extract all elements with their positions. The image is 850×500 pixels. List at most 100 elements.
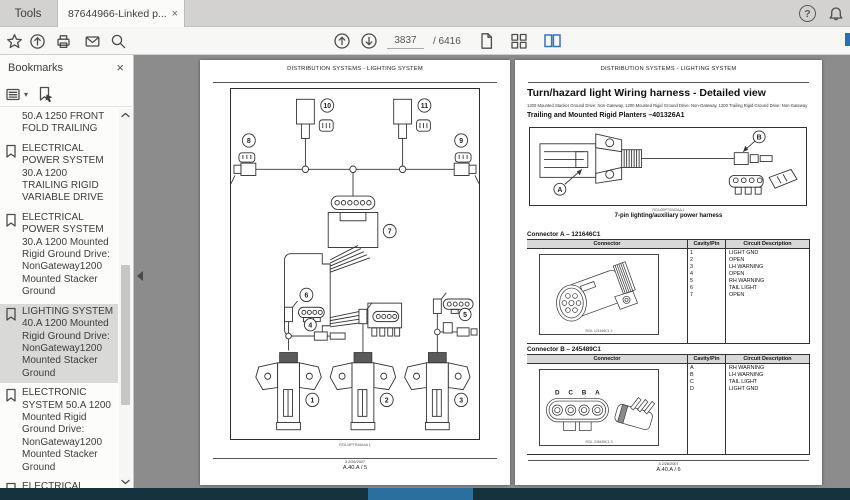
svg-text:7: 7	[388, 229, 392, 236]
tab-bar: Tools 87644966-Linked p... × ?	[0, 0, 850, 27]
bookmark-item[interactable]: ELECTRICAL POWER SYSTEM 30.A 1200 TRAILI…	[0, 141, 118, 208]
os-taskbar	[0, 488, 850, 500]
page-number-input[interactable]	[387, 33, 424, 49]
svg-text:D: D	[555, 389, 560, 396]
email-icon[interactable]	[84, 33, 101, 50]
svg-text:5: 5	[463, 312, 467, 319]
tab-document-label: 87644966-Linked p...	[68, 7, 167, 20]
connector-b-pins: A B C D	[687, 364, 725, 454]
page-total-label: / 6416	[433, 35, 461, 47]
goto-current-bookmark-button[interactable]	[36, 85, 55, 104]
sidebar-scrollbar[interactable]	[119, 109, 132, 488]
cutoff-blue-button[interactable]	[845, 33, 850, 46]
document-viewer: DISTRIBUTION SYSTEMS - LIGHTING SYSTEM 1…	[134, 55, 850, 488]
main-area: Bookmarks × ▾ 50.A 1250 FRONT FOLD TRAIL…	[0, 55, 850, 488]
bookmark-item[interactable]: ELECTRICAL POWER SYSTEM 30.A 1200 Mounte…	[0, 479, 118, 488]
connector-a-table: Connector Cavity/Pin Circuit Description	[527, 239, 810, 344]
bookmark-label: LIGHTING SYSTEM 40.A 1200 Mounted Rigid …	[22, 305, 114, 379]
footer-page-ref: A.40.A / 5	[342, 465, 368, 471]
help-glyph: ?	[804, 7, 811, 20]
connector-a-heading: Connector A – 121646C1	[527, 231, 601, 238]
pdf-toolbar: / 6416	[0, 27, 850, 55]
svg-text:A: A	[557, 187, 562, 194]
single-page-view-icon[interactable]	[478, 32, 495, 50]
pdf-page-right: DISTRIBUTION SYSTEMS - LIGHTING SYSTEM T…	[515, 60, 822, 485]
share-upload-icon[interactable]	[29, 33, 46, 50]
figure-caption: 7-pin lighting/auxiliary power harness	[614, 213, 723, 219]
scrollbar-thumb[interactable]	[121, 265, 130, 405]
options-list-icon	[6, 88, 20, 101]
footer-date: 3 2/26/2007	[658, 462, 679, 466]
connector-a-descriptions: LIGHT GND OPEN LH WARNING OPEN RH WARNIN…	[725, 249, 810, 343]
svg-text:A: A	[595, 389, 600, 396]
pdf-page-left: DISTRIBUTION SYSTEMS - LIGHTING SYSTEM 1…	[200, 60, 510, 485]
bookmark-label: ELECTRICAL POWER SYSTEM 30.A 1200 TRAILI…	[22, 142, 104, 204]
connector-b-heading: Connector B – 245489C1	[527, 346, 601, 353]
svg-text:3: 3	[459, 397, 463, 404]
bookmark-item[interactable]: 50.A 1250 FRONT FOLD TRAILING	[0, 109, 118, 139]
collapse-panel-icon[interactable]	[137, 271, 143, 281]
svg-text:B: B	[582, 389, 587, 396]
bookmarks-panel-title: Bookmarks	[8, 62, 64, 74]
footer-date: 3 2/26/2007	[344, 460, 366, 464]
svg-text:8: 8	[247, 138, 251, 145]
thumbnail-grid-view-icon[interactable]	[510, 32, 528, 50]
bookmark-item[interactable]: ELECTRONIC SYSTEM 50.A 1200 Mounted Rigi…	[0, 385, 118, 477]
drawing-code: RCIL 245489C1 3	[585, 440, 613, 444]
bookmarks-panel: Bookmarks × ▾ 50.A 1250 FRONT FOLD TRAIL…	[0, 55, 134, 488]
taskbar-active-app[interactable]	[368, 488, 473, 500]
notifications-bell-icon[interactable]	[828, 6, 844, 22]
topic-applicability: 1200 Mounted Stacker Ground Drive: Non-G…	[527, 103, 808, 108]
bookmark-label: ELECTRONIC SYSTEM 50.A 1200 Mounted Rigi…	[22, 387, 111, 473]
options-caret-icon: ▾	[24, 90, 29, 99]
col-cavity-pin: Cavity/Pin	[687, 355, 725, 363]
topic-title: Turn/hazard light Wiring harness - Detai…	[527, 87, 766, 99]
svg-text:1: 1	[310, 397, 314, 404]
connector-b-table: Connector Cavity/Pin Circuit Description…	[527, 354, 810, 455]
figure-code: RCILMPTR4644A 1	[339, 443, 371, 447]
col-circuit-description: Circuit Description	[725, 355, 810, 363]
bookmarks-options-button[interactable]: ▾	[5, 86, 28, 103]
two-page-view-icon[interactable]	[543, 32, 562, 50]
help-icon[interactable]: ?	[799, 5, 816, 22]
svg-text:2: 2	[385, 397, 389, 404]
tab-close-icon[interactable]: ×	[171, 7, 178, 20]
col-cavity-pin: Cavity/Pin	[687, 240, 725, 248]
svg-text:4: 4	[308, 322, 312, 329]
col-connector: Connector	[593, 356, 621, 362]
connector-b-descriptions: RH WARNING LH WARNING TAIL LIGHT LIGHT G…	[725, 364, 810, 454]
bookmark-item-selected[interactable]: LIGHTING SYSTEM 40.A 1200 Mounted Rigid …	[0, 303, 118, 384]
col-circuit-description: Circuit Description	[725, 240, 810, 248]
previous-page-icon[interactable]	[333, 32, 351, 50]
search-icon[interactable]	[110, 33, 127, 50]
page-header: DISTRIBUTION SYSTEMS - LIGHTING SYSTEM	[287, 66, 423, 72]
harness-figure: A B	[529, 127, 807, 206]
page-header: DISTRIBUTION SYSTEMS - LIGHTING SYSTEM	[600, 66, 737, 72]
bookmarks-list: 50.A 1250 FRONT FOLD TRAILING ELECTRICAL…	[0, 109, 118, 488]
svg-text:11: 11	[421, 103, 428, 110]
bookmark-label: ELECTRICAL POWER SYSTEM 30.A 1200 Mounte…	[22, 211, 110, 298]
scroll-down-icon[interactable]	[120, 478, 131, 486]
bookmark-star-icon[interactable]	[6, 33, 23, 50]
scroll-up-icon[interactable]	[120, 111, 131, 119]
svg-text:6: 6	[304, 292, 308, 299]
connector-b-drawing: D C B A	[539, 369, 659, 446]
bookmark-label: 50.A 1250 FRONT FOLD TRAILING	[22, 111, 105, 135]
svg-text:C: C	[568, 389, 573, 396]
tab-document[interactable]: 87644966-Linked p... ×	[57, 0, 185, 27]
bookmark-item[interactable]: ELECTRICAL POWER SYSTEM 30.A 1200 Mounte…	[0, 210, 118, 302]
svg-text:B: B	[757, 134, 762, 141]
connector-a-drawing: RCIL 121646C1 2	[539, 254, 659, 335]
svg-text:9: 9	[459, 138, 463, 145]
figure-code: RCIL09PT0042AA 1	[652, 208, 685, 212]
drawing-code: RCIL 121646C1 2	[585, 329, 613, 333]
section-heading: Trailing and Mounted Rigid Planters –401…	[527, 112, 685, 119]
next-page-icon[interactable]	[360, 32, 378, 50]
tab-tools[interactable]: Tools	[14, 7, 42, 20]
bookmark-label: ELECTRICAL POWER SYSTEM 30.A 1200 Mounte…	[22, 480, 84, 488]
wiring-diagram-figure: 10 11 8	[230, 88, 480, 440]
col-connector: Connector	[593, 241, 621, 247]
bookmarks-close-icon[interactable]: ×	[116, 60, 124, 75]
print-icon[interactable]	[55, 33, 72, 50]
svg-text:10: 10	[323, 103, 331, 110]
